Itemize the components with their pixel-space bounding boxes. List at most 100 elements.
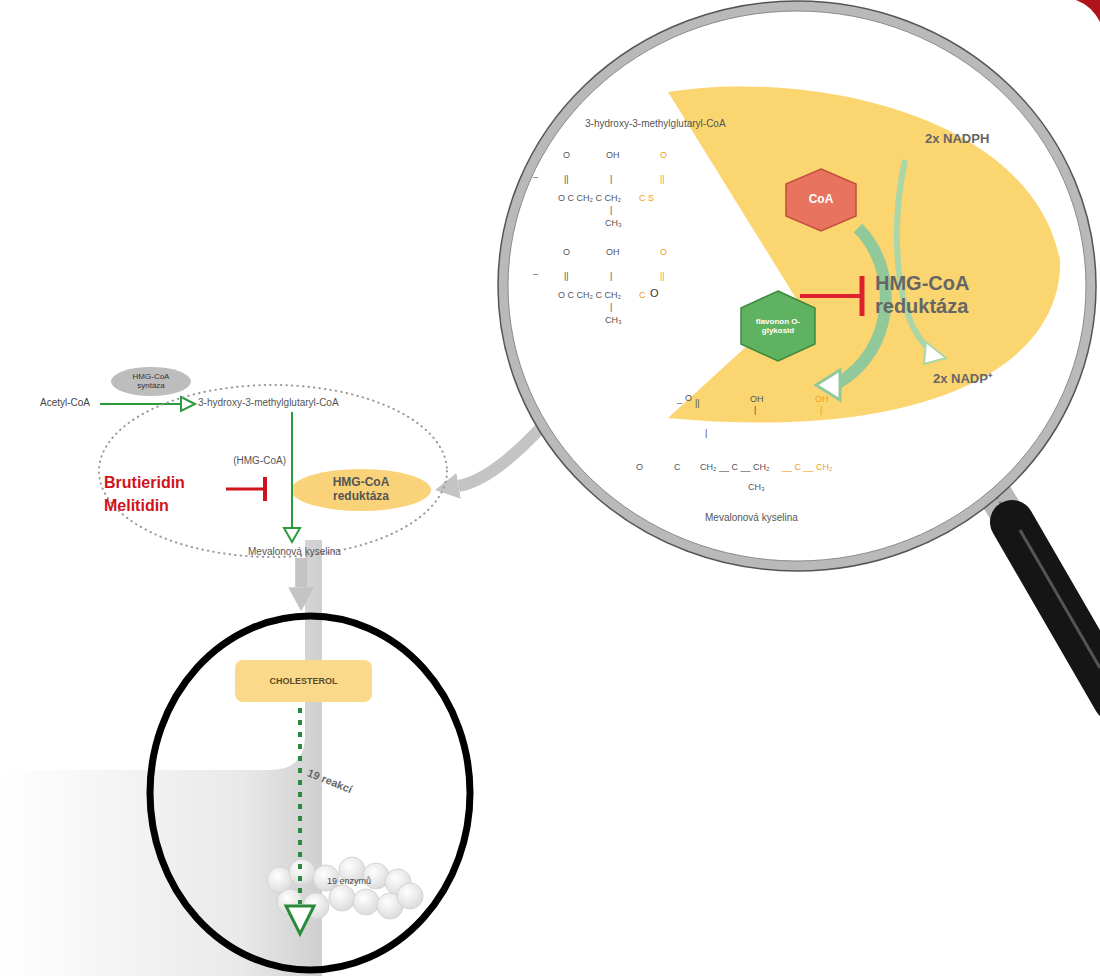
hexagon-shape (741, 291, 815, 361)
lens-rim-outer (498, 1, 1096, 571)
label-text: || (564, 271, 569, 281)
enzyme-shape: HMG-CoA reduktáza CoA flavonon O-glykosid (668, 70, 1063, 442)
product-box: CHOLESTEROL (235, 660, 372, 702)
label-text: Acetyl-CoA (40, 397, 90, 409)
label-text: C (639, 290, 646, 300)
node-text: HMG-CoA reduktáza (311, 476, 411, 504)
node-text: 19 enzymů (327, 876, 371, 886)
label-text: CH₂ __ C __ CH₂ (700, 462, 770, 472)
label-text: | (820, 405, 822, 415)
node-text: 3-hydroxy-3-methylglutaryl-CoA (585, 118, 726, 130)
label-text: CH₃ (605, 218, 622, 228)
label-text: OH (750, 394, 764, 404)
label-text: Brutieridin (104, 474, 185, 492)
ellipse-shape (291, 469, 431, 511)
label-text: C (674, 462, 681, 472)
label-text: CH₃ (748, 482, 765, 492)
ellipse-shape (111, 367, 191, 396)
label-text: | (610, 205, 612, 215)
node-text: 3-hydroxy-3-methylglutaryl-CoA (198, 397, 339, 409)
label-text: || (564, 174, 569, 184)
flow-arrow (459, 426, 543, 486)
node-text: CHOLESTEROL (269, 676, 337, 686)
node-text: (HMG-CoA) (206, 455, 286, 467)
inhibitor-hexagon: flavonon O-glykosid (740, 290, 816, 362)
label-text: | (610, 174, 612, 184)
label-text: || (695, 398, 700, 408)
label-text: O C CH₂ C CH₂ (558, 193, 621, 203)
lens-glass (503, 6, 1091, 566)
label-text: O C CH₂ C CH₂ (558, 290, 621, 300)
enzyme-pacman (668, 86, 1060, 422)
node-shape (97, 383, 449, 559)
circle-outline (150, 616, 470, 970)
lens-handle-highlight (1020, 530, 1100, 668)
reaction-line (291, 412, 293, 528)
label-text: 2x NADP⁺ (933, 372, 992, 387)
label-text: – (533, 172, 538, 182)
nadp-arrow (897, 160, 930, 350)
reaction-arrow-head (284, 528, 300, 542)
label-text: O (563, 150, 570, 160)
enzyme-sphere (397, 883, 423, 909)
reaction-arrow (97, 383, 449, 559)
label-text: OH (606, 247, 620, 257)
label-text: | (705, 428, 707, 438)
label-text: OH (815, 394, 829, 404)
pathway-region: 3-hydroxy-3-methylglutaryl-CoA (HMG-CoA) M… (97, 383, 449, 559)
zoom-circle: 19 reakcí 19 enzymů CHOLESTEROL (146, 612, 474, 974)
node-text: HMG-CoA reduktáza (875, 272, 1000, 318)
label-text: | (610, 271, 612, 281)
label-text: O (636, 462, 643, 472)
label-text: O (660, 247, 667, 257)
label-text: __ C __ CH₂ (782, 462, 833, 472)
node-shape (668, 70, 1063, 442)
node-text: CoA (809, 193, 834, 207)
inhibition-line (226, 488, 264, 491)
rounded-box (235, 660, 372, 702)
label-text: 2x NADPH (925, 132, 989, 147)
lens-rim-inner (508, 11, 1086, 561)
label-text: CH₃ (605, 315, 622, 325)
node-text: HMG-CoA syntáza (120, 372, 182, 390)
label-text: | (754, 405, 756, 415)
node-text: flavonon O-glykosid (749, 317, 807, 335)
label-text: Melitidin (104, 497, 169, 515)
hexagon-shape (786, 169, 856, 231)
acetyl-arrow-head (181, 397, 195, 411)
label-text: – (677, 398, 682, 408)
label-text: O (563, 247, 570, 257)
nadp-arrow-head (924, 342, 946, 364)
label-text: | (610, 302, 612, 312)
label-text: O (685, 393, 692, 403)
acetyl-arrow-line (100, 403, 184, 405)
reaction-arrow-head (286, 906, 314, 934)
label-text: || (660, 174, 665, 184)
node-text: Mevalonová kyselina (705, 512, 798, 524)
coa-hexagon: CoA (785, 168, 857, 232)
enzyme-ellipse: HMG-CoA reduktáza (290, 468, 432, 512)
label-text: O (650, 287, 659, 300)
enzyme-ellipse: HMG-CoA syntáza (110, 366, 192, 397)
label-text: O (660, 150, 667, 160)
node-text: 19 reakcí (306, 766, 354, 795)
inhibition-bar (860, 276, 865, 316)
node-text: Mevalonová kyselina (248, 546, 341, 558)
red-corner (1076, 0, 1100, 22)
magnifier-lens: 3-hydroxy-3-methylglutaryl-CoA Mevalonová… (497, 0, 1097, 572)
enzyme-sphere (329, 885, 355, 911)
inhibition-bar (263, 477, 267, 501)
grey-shading (0, 540, 322, 976)
dotted-outline (99, 385, 447, 557)
label-text: || (660, 271, 665, 281)
label-text: OH (606, 150, 620, 160)
flow-arrow (295, 558, 307, 587)
label-text: – (533, 269, 538, 279)
enzyme-sphere (353, 889, 379, 915)
reaction-dotted-line (298, 708, 302, 904)
enzyme-sphere (289, 859, 315, 885)
label-text: C S (639, 193, 654, 203)
inhibition-line (800, 294, 861, 298)
lens-handle (1012, 522, 1100, 700)
